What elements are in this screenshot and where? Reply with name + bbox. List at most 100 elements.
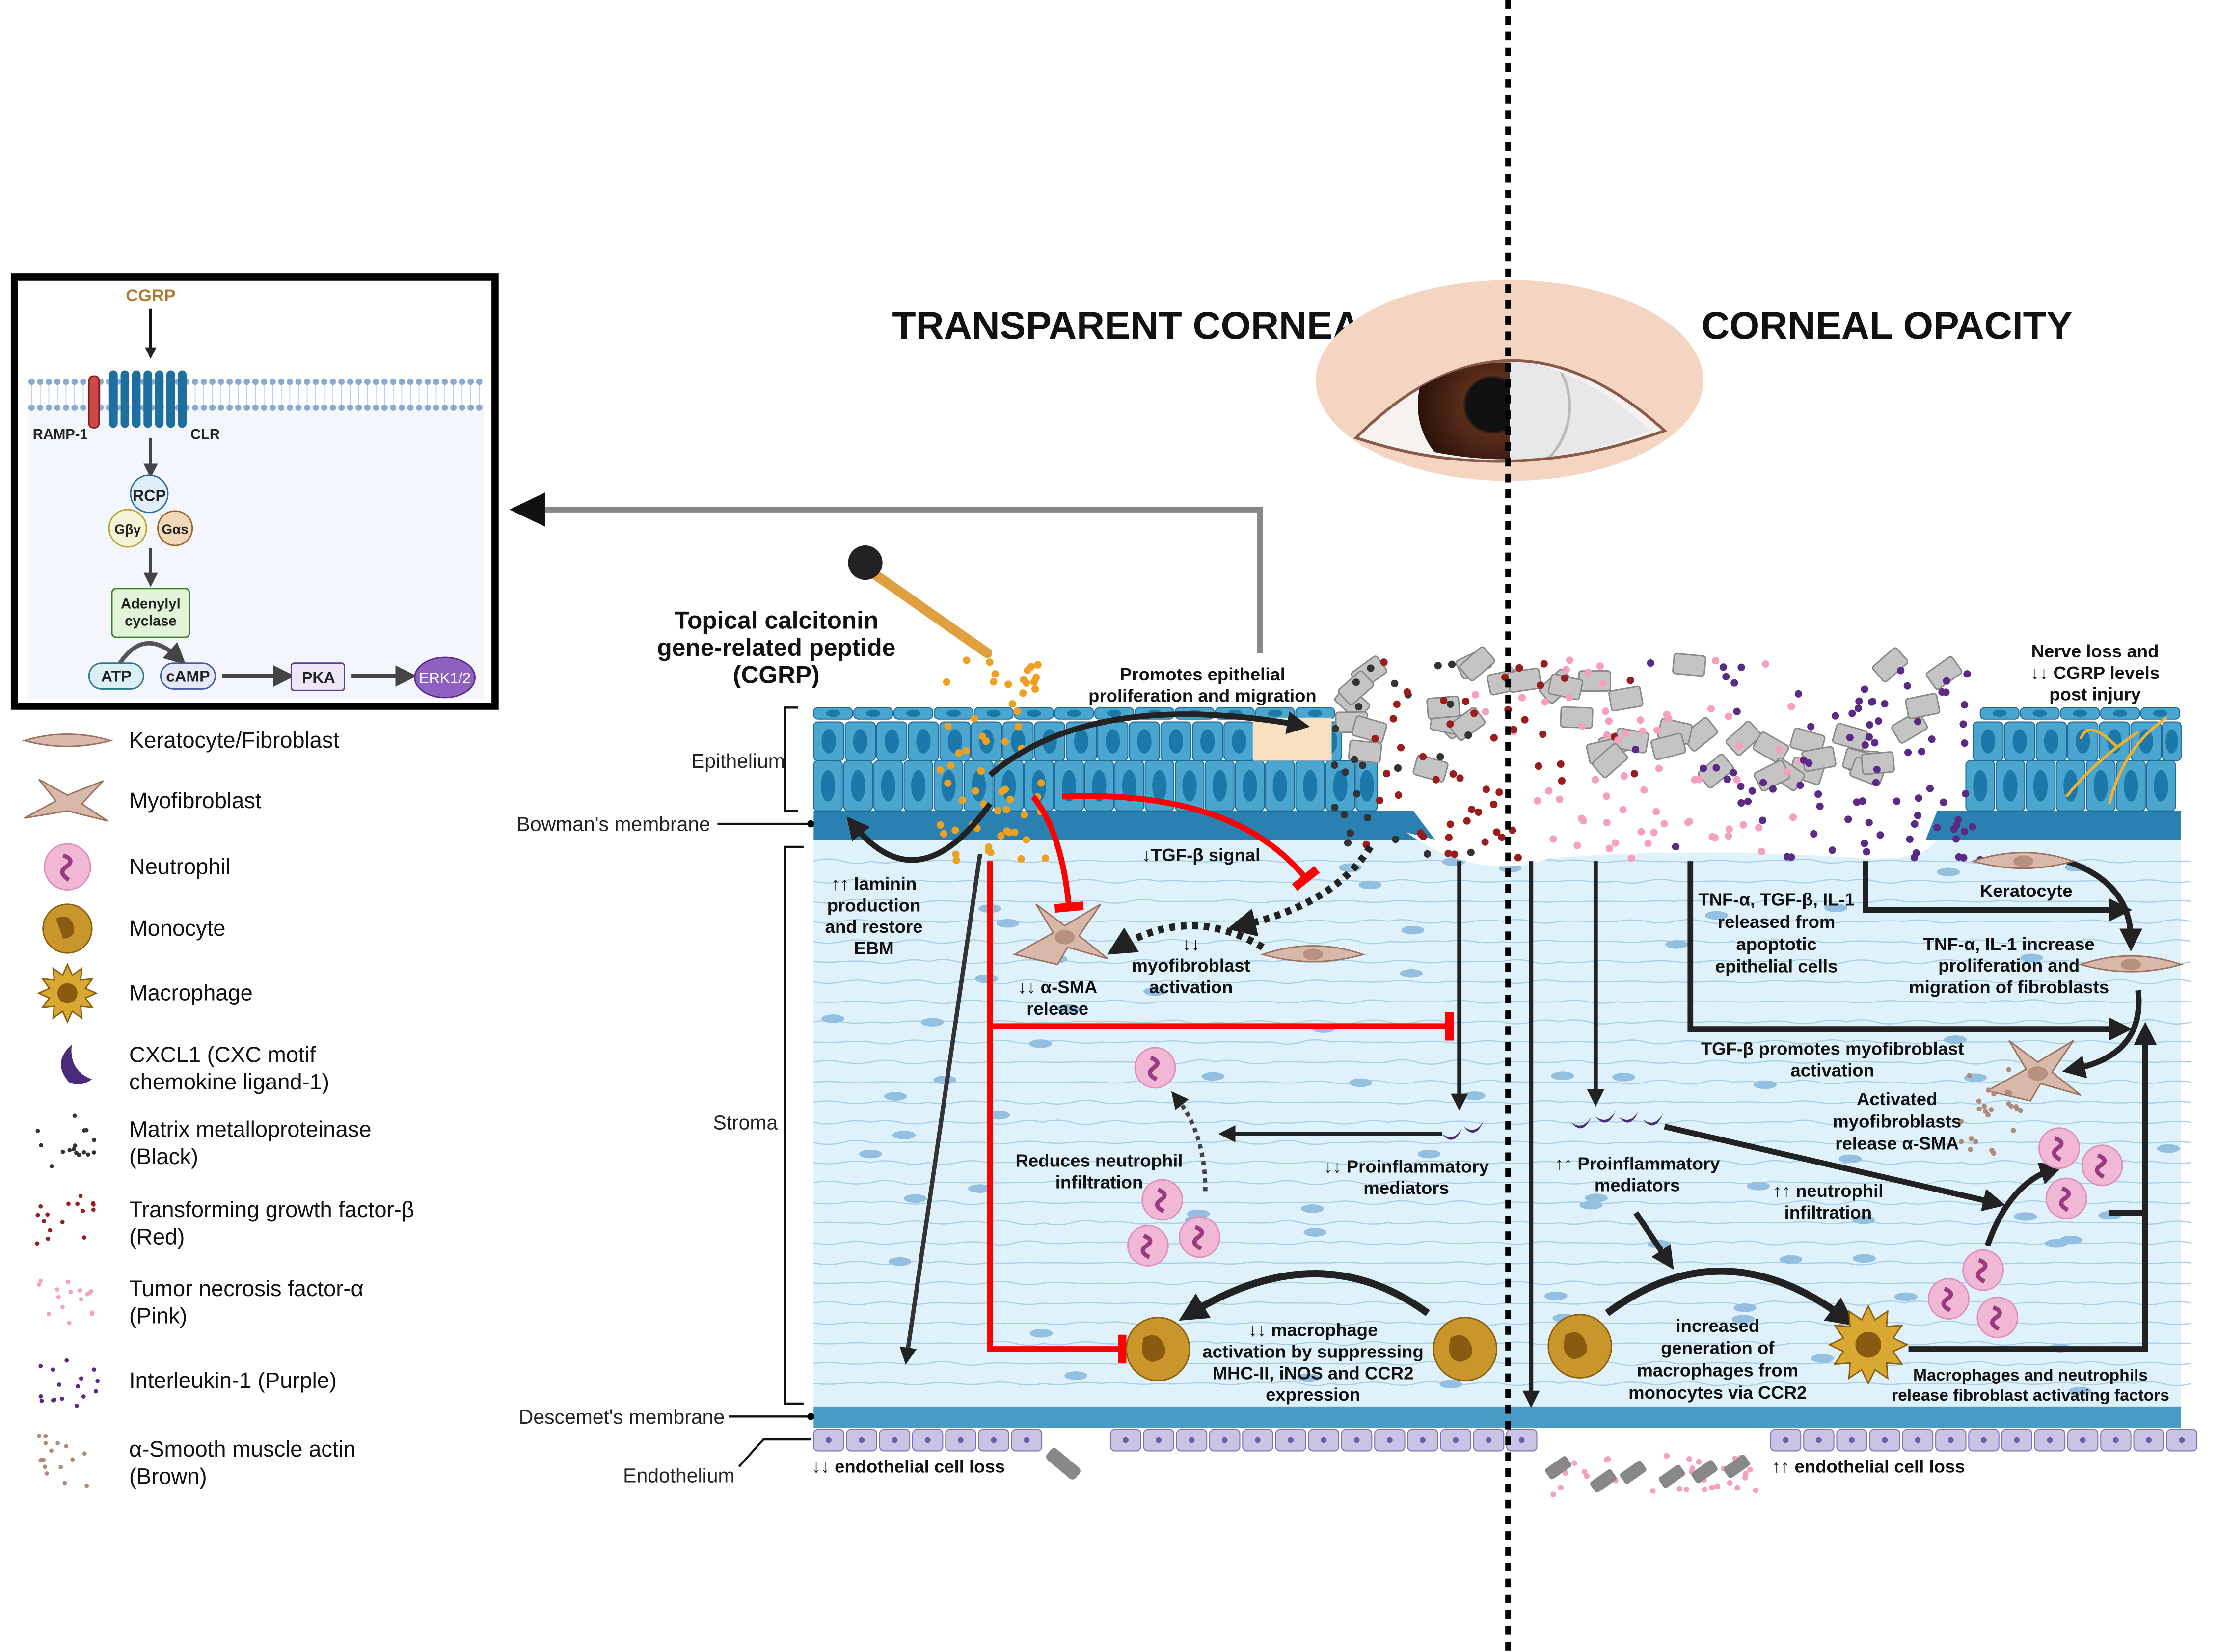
- camp-label: cAMP: [166, 668, 210, 685]
- legend-item: Transforming growth factor-β(Red): [35, 1193, 414, 1249]
- cxcl1-molecule: [1442, 1128, 1462, 1140]
- annotation-line: MHC-II, iNOS and CCR2: [1213, 1363, 1414, 1383]
- title-transparent-cornea: TRANSPARENT CORNEA: [892, 304, 1360, 347]
- cyclase-label: cyclase: [125, 614, 177, 629]
- legend-item: Neutrophil: [44, 843, 231, 891]
- legend-label: Transforming growth factor-β: [129, 1197, 414, 1222]
- annotation-line: activation: [1149, 977, 1233, 997]
- annotation-line: released from: [1718, 912, 1836, 932]
- pka-label: PKA: [302, 669, 335, 687]
- legend-item: Tumor necrosis factor-α(Pink): [37, 1276, 364, 1328]
- ramp1-label: RAMP-1: [33, 427, 88, 443]
- clr-receptor: [109, 370, 187, 428]
- stroma-cells: [1012, 852, 2184, 1385]
- macrophage-cell: [1828, 1304, 1909, 1385]
- cxcl1-molecule: [1643, 1113, 1663, 1126]
- annotation-line: TGF-β promotes myofibroblast: [1701, 1039, 1964, 1059]
- annotation-line: ↓↓ macrophage: [1248, 1320, 1378, 1340]
- keratocyte-cell: [1971, 852, 2076, 869]
- neutrophil-cell: [1179, 1216, 1220, 1258]
- monocyte-icon: [42, 903, 93, 954]
- cgrp-ligand-label: CGRP: [126, 286, 175, 305]
- annotation-line: migration of fibroblasts: [1909, 977, 2109, 997]
- annotation-line: ↑↑ neutrophil: [1773, 1181, 1883, 1201]
- annotation-line: epithelial cells: [1715, 956, 1838, 976]
- gby-node: [108, 509, 147, 548]
- myofibroblast-icon: [24, 779, 108, 822]
- annotation-line: ↑↑ Proinflammatory: [1555, 1154, 1721, 1174]
- legend-item: Myofibroblast: [24, 779, 262, 822]
- neutrophil-cell: [2081, 1144, 2123, 1187]
- legend: Keratocyte/FibroblastMyofibroblastNeutro…: [22, 728, 414, 1489]
- neutrophil-cell: [2038, 1127, 2080, 1169]
- gas-node: [157, 510, 193, 546]
- pka-node: [290, 662, 345, 691]
- annotation-line: gene-related peptide: [657, 634, 895, 661]
- neutrophil-cell: [1141, 1179, 1183, 1221]
- annotation-endo-down: ↓↓ endothelial cell loss: [811, 1456, 1005, 1476]
- apoptotic-cells-and-cytokines: [1046, 646, 1984, 1498]
- legend-label: Neutrophil: [129, 854, 230, 879]
- legend-item: Macrophage: [37, 963, 253, 1024]
- annotation-line: apoptotic: [1736, 934, 1816, 954]
- neutrophil-cell: [2045, 1177, 2087, 1219]
- nerve-fibers: [2065, 716, 2168, 804]
- mmp-dots-icon: [35, 1113, 97, 1168]
- adenylyl-label: Adenylyl: [121, 596, 181, 612]
- tnf-dots-icon: [37, 1278, 95, 1326]
- annotation-line: monocytes via CCR2: [1628, 1382, 1807, 1403]
- cxcl1-icon: [61, 1045, 92, 1084]
- cxcl1-molecule: [1595, 1110, 1616, 1123]
- annotation-line: increased: [1676, 1316, 1760, 1336]
- annotation-line: release α-SMA: [1835, 1134, 1959, 1154]
- annotation-line: Nerve loss and: [2031, 641, 2159, 661]
- legend-item: Matrix metalloproteinase(Black): [35, 1113, 372, 1169]
- myofibroblast-cell: [1012, 903, 1108, 966]
- legend-label: CXCL1 (CXC motif: [129, 1042, 316, 1067]
- annotation-line: (CGRP): [733, 661, 820, 689]
- eye-dropper: [848, 545, 993, 658]
- neutrophil-cell: [1962, 1249, 2004, 1291]
- annotation-line: mediators: [1363, 1178, 1449, 1198]
- annotation-line: release: [1027, 999, 1088, 1019]
- annotation-line: proliferation and: [1938, 955, 2080, 975]
- label-bowman-membrane: Bowman's membrane: [517, 813, 710, 836]
- annotation-line: ↓↓ Proinflammatory: [1324, 1156, 1489, 1176]
- atp-label: ATP: [101, 668, 132, 685]
- rcp-label: RCP: [133, 487, 166, 504]
- annotation-line: and restore: [825, 917, 923, 937]
- atp-node: [88, 662, 144, 690]
- annotation-line: post injury: [2049, 684, 2141, 704]
- legend-label: (Black): [129, 1144, 198, 1169]
- gas-label: Gαs: [162, 522, 189, 537]
- annotation-line: Keratocyte: [1980, 881, 2073, 901]
- annotation-line: Reduces neutrophil: [1016, 1151, 1183, 1171]
- annotation-line: macrophages from: [1637, 1360, 1798, 1380]
- neutrophil-cell: [1134, 1047, 1176, 1089]
- monocyte-cell: [1547, 1314, 1612, 1379]
- neutrophil-cell: [1127, 1225, 1169, 1267]
- annotation-line: infiltration: [1784, 1202, 1872, 1222]
- adenylyl-cyclase-node: [111, 588, 190, 638]
- annotation-line: myofibroblast: [1132, 955, 1250, 975]
- legend-label: Interleukin-1 (Purple): [129, 1368, 337, 1393]
- keratocyte-cell: [2078, 955, 2184, 973]
- erk-label: ERK1/2: [419, 670, 471, 687]
- annotation-line: activation by suppressing: [1202, 1341, 1423, 1361]
- legend-label: (Brown): [129, 1464, 207, 1489]
- annotation-keratocyte: Keratocyte: [1980, 881, 2073, 901]
- legend-label: chemokine ligand-1): [129, 1069, 329, 1094]
- tgf-dots-icon: [35, 1193, 96, 1246]
- neutrophil-cell: [1928, 1278, 1970, 1320]
